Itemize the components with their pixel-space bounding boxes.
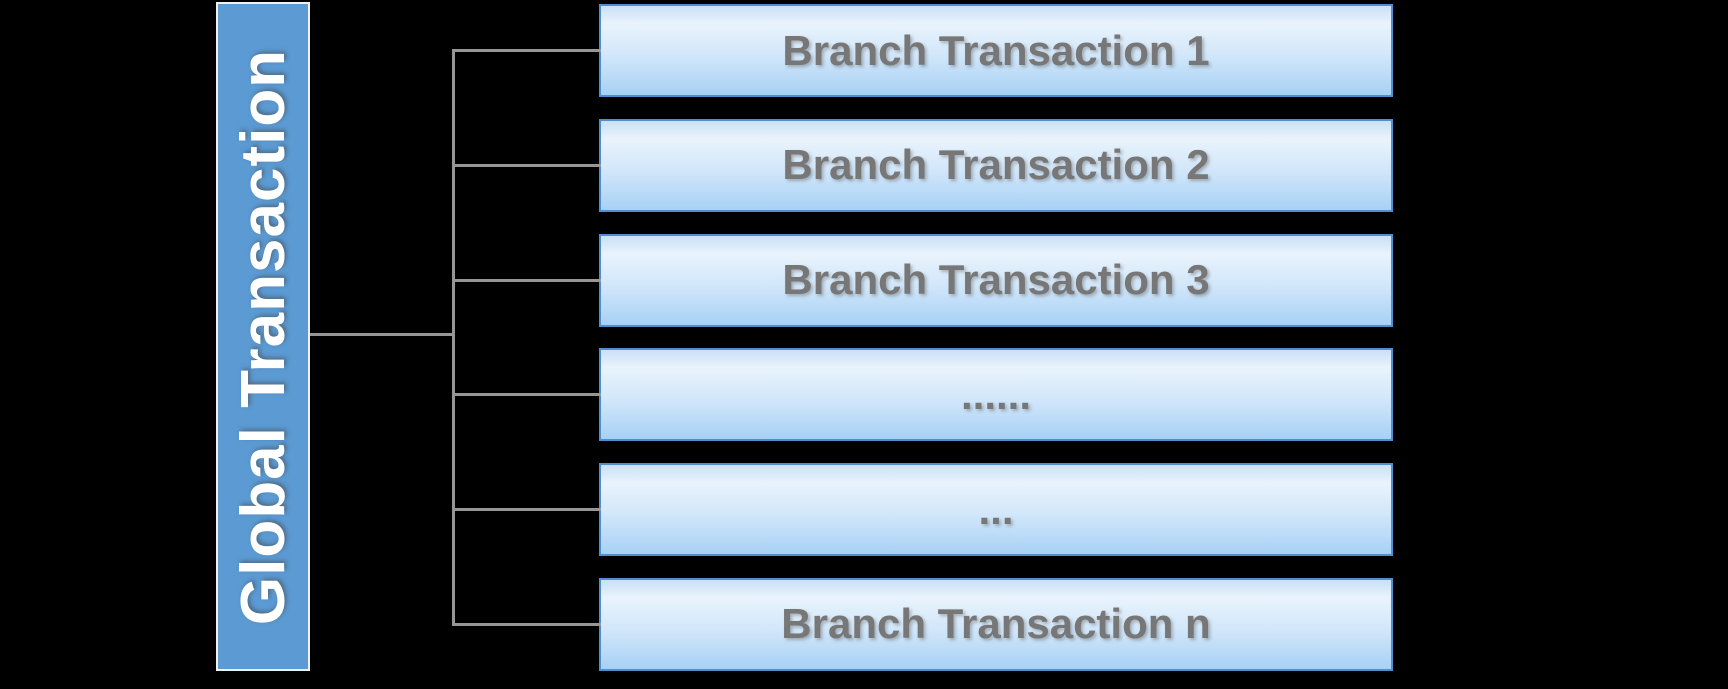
branch-transaction-label: Branch Transaction 3 [782, 256, 1210, 304]
branch-column: Branch Transaction 1 Branch Transaction … [453, 4, 1393, 671]
connector-branch-line [453, 393, 601, 397]
branch-transaction-label: Branch Transaction 1 [782, 26, 1210, 74]
branch-transaction-label: Branch Transaction n [781, 600, 1211, 648]
branch-transaction-box: Branch Transaction 1 [453, 4, 1393, 97]
global-transaction-label-wrap: Global Transaction [218, 7, 308, 667]
connector-branch-line [453, 49, 601, 52]
branch-transaction-box: ... [453, 463, 1393, 557]
global-transaction-box: Global Transaction [216, 2, 310, 671]
branch-transaction-label: ... [978, 485, 1014, 533]
branch-transaction-box: Branch Transaction 3 [453, 233, 1393, 327]
connector-trunk-line [310, 333, 453, 336]
branch-transaction-label: Branch Transaction 2 [782, 141, 1210, 189]
connector-branch-line [453, 508, 601, 512]
connector-branch-line [453, 278, 601, 282]
global-transaction-label: Global Transaction [228, 48, 298, 625]
connector-branch-line [453, 163, 601, 167]
connector-spine-line [452, 49, 455, 626]
branch-transaction-box: ...... [453, 348, 1393, 442]
branch-transaction-box: Branch Transaction 2 [453, 118, 1393, 212]
connector-branch-line [453, 622, 601, 626]
branch-transaction-box: Branch Transaction n [453, 577, 1393, 671]
branch-transaction-label: ...... [960, 370, 1031, 418]
